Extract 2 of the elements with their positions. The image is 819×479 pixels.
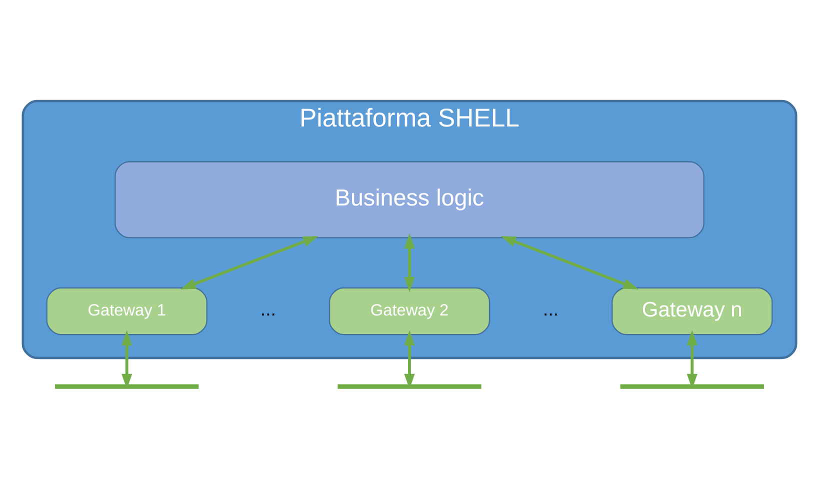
label: ...: [260, 298, 276, 320]
label: ...: [543, 298, 559, 320]
